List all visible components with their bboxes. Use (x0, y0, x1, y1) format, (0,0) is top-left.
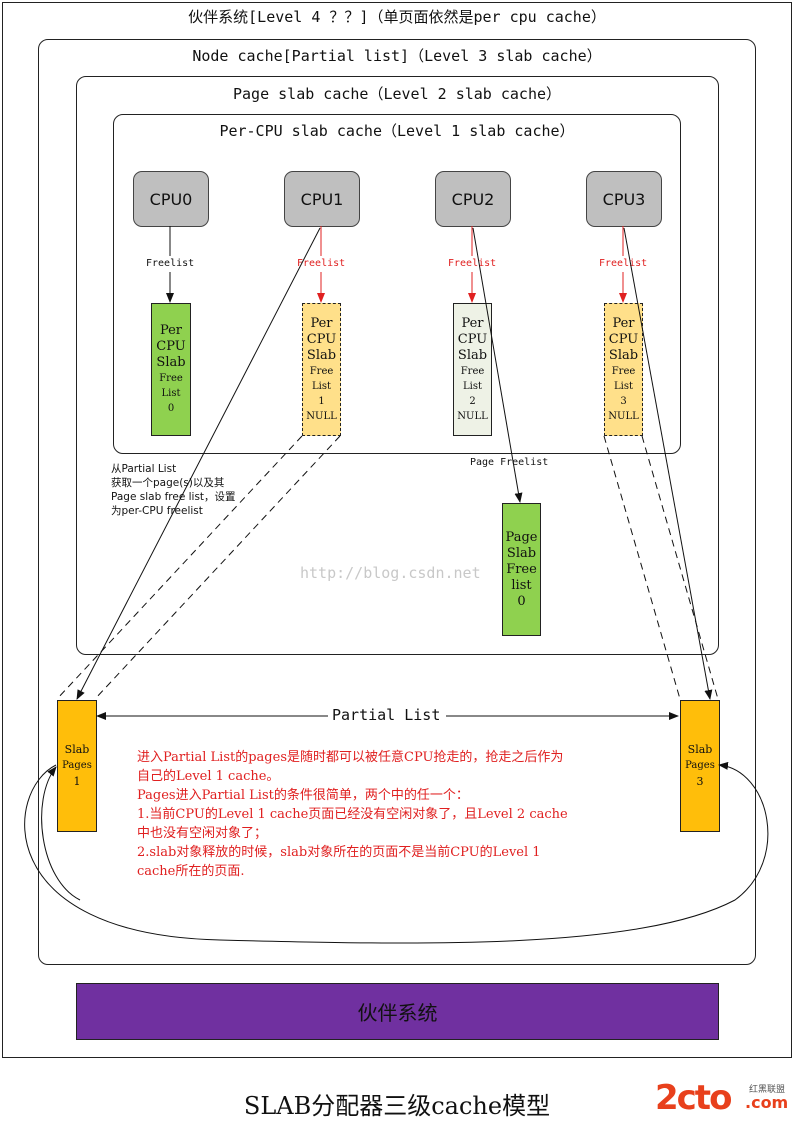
per-cpu-freelist-0: Per CPU Slab Free List 0 (151, 303, 191, 436)
cpu1-box: CPU1 (284, 171, 360, 227)
cpu3-box: CPU3 (586, 171, 662, 227)
page-slab-freelist: Page Slab Free list 0 (502, 503, 541, 636)
buddy-system-label: 伙伴系统 (357, 1001, 438, 1025)
cpu2-box: CPU2 (435, 171, 511, 227)
diagram-caption: SLAB分配器三级cache模型 (243, 1092, 551, 1120)
slab-pages-1: Slab Pages 1 (57, 700, 97, 832)
node-cache-title: Node cache[Partial list]（Level 3 slab ca… (192, 47, 602, 65)
partial-list-note: 从Partial List 获取一个page(s)以及其 Page slab f… (111, 463, 236, 517)
cpu0-box: CPU0 (133, 171, 209, 227)
site-logo: 2cto 红黑联盟 .com (655, 1078, 789, 1118)
per-cpu-freelist-2: Per CPU Slab Free List 2 NULL (453, 303, 492, 436)
slab-pages-3: Slab Pages 3 (680, 700, 720, 832)
freelist-label-cpu1: Freelist (297, 258, 346, 269)
watermark: http://blog.csdn.net (300, 564, 481, 582)
partial-list-explanation: 进入Partial List的pages是随时都可以被任意CPU抢走的，抢走之后… (137, 750, 568, 879)
freelist-label-cpu3: Freelist (599, 258, 648, 269)
per-cpu-freelist-1: Per CPU Slab Free List 1 NULL (302, 303, 341, 436)
freelist-label-cpu2: Freelist (448, 258, 497, 269)
freelist-label-cpu0: Freelist (146, 258, 195, 269)
per-cpu-cache-title: Per-CPU slab cache（Level 1 slab cache） (219, 122, 575, 140)
page-slab-cache-title: Page slab cache（Level 2 slab cache） (232, 85, 561, 103)
per-cpu-cache-frame (113, 114, 681, 454)
buddy-system-bar: 伙伴系统 (76, 983, 719, 1040)
page-freelist-label: Page Freelist (470, 457, 549, 468)
per-cpu-freelist-3: Per CPU Slab Free List 3 NULL (604, 303, 643, 436)
partial-list-label: Partial List (330, 706, 443, 724)
buddy-system-title: 伙伴系统[Level 4 ？？]（单页面依然是per cpu cache） (188, 8, 606, 26)
